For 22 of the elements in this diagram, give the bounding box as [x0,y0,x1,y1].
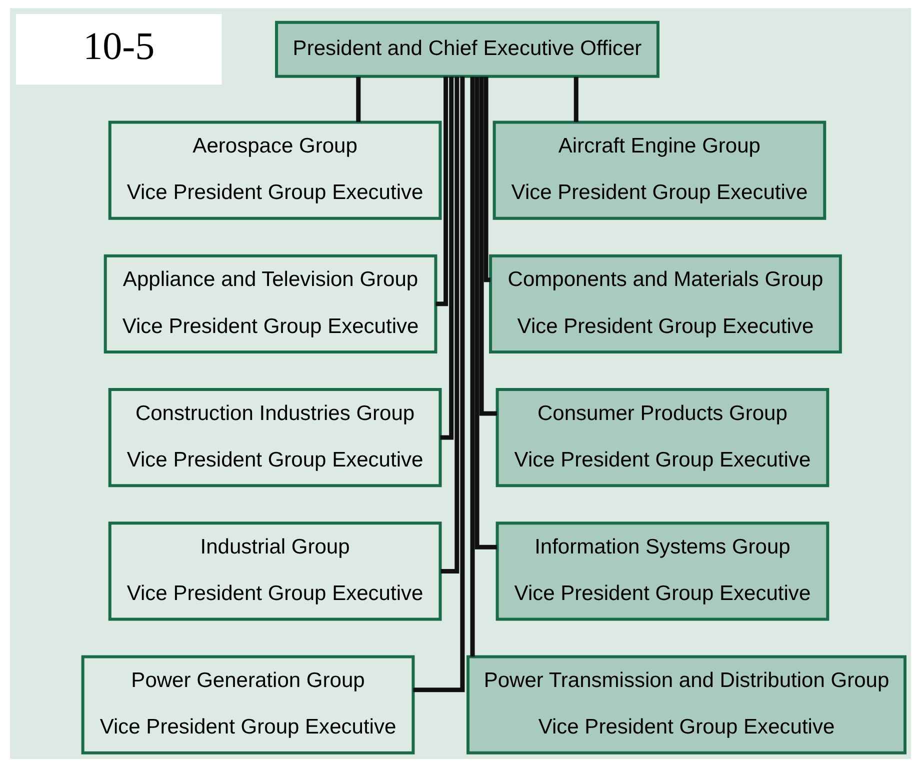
connector [470,76,474,657]
connector [483,76,490,282]
node-box: Construction Industries Group Vice President Group Executive [108,388,442,488]
node-box: Consumer Products Group Vice President Group Executive [495,388,829,488]
label: 10-5 [82,24,154,68]
node-box: Aircraft Engine Group Vice President Group Executive [492,120,826,220]
connector [356,76,360,122]
connector [412,76,464,692]
node-box: Appliance and Television Group Vice President Group Executive [103,254,437,354]
node-box: Industrial Group Vice President Group Executive [108,522,442,621]
connector [435,76,448,306]
node-box: President and Chief Executive Officer [274,20,659,78]
connector [440,76,454,440]
node-box: Aerospace Group Vice President Group Executive [108,120,442,220]
connector [478,76,496,416]
connector [573,76,578,122]
connector [474,76,496,550]
node-box: Power Transmission and Distribution Group Vice President Group Executive [466,655,906,754]
node-box: Information Systems Group Vice President Group Executive [495,522,829,621]
connector [440,76,459,574]
node-box: Components and Materials Group Vice President Group Executive [488,254,842,354]
node-box: Power Generation Group Vice President Group Executive [80,655,414,754]
